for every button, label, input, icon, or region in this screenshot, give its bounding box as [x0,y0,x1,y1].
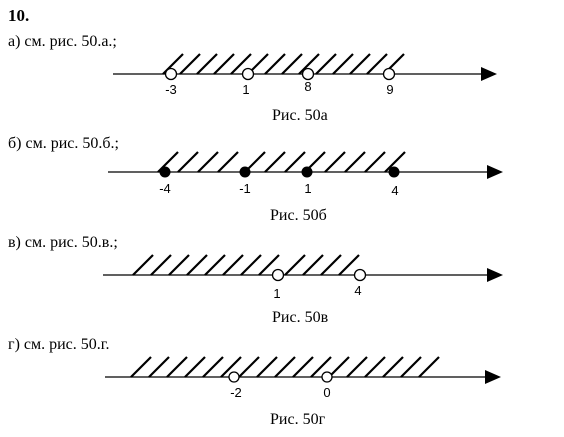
open-point [382,67,396,81]
number-line-figure-a: -3 1 8 9 [113,53,497,97]
axis-arrowhead [485,370,501,384]
tick-label: 8 [304,79,311,94]
figure-b-caption: Рис. 50б [270,207,327,224]
part-b-label: б) см. рис. 50.б.; [8,135,119,152]
number-line-figure-b: -4 -1 1 4 [108,151,503,198]
tick-label: 4 [354,283,361,298]
filled-point [301,166,313,178]
open-point [353,268,367,282]
open-point [271,268,285,282]
number-line-figure-c: 1 4 [103,254,503,301]
axis-arrowhead [487,268,503,282]
part-c-label: в) см. рис. 50.в.; [8,234,118,251]
open-point [164,67,178,81]
hatching [132,254,360,276]
tick-label: -1 [239,181,251,196]
problem-number: 10. [8,6,30,25]
hatching [157,151,406,173]
tick-label: 1 [242,82,249,97]
axis-arrowhead [487,165,503,179]
filled-point [159,166,171,178]
open-point [241,67,255,81]
tick-label: -2 [230,385,242,400]
tick-label: 4 [391,183,398,198]
axis-arrowhead [481,67,497,81]
tick-label: -4 [159,181,171,196]
figure-c-caption: Рис. 50в [272,309,329,326]
part-d-label: г) см. рис. 50.г. [8,336,110,353]
tick-label: -3 [165,82,177,97]
tick-label: 0 [323,385,330,400]
open-point [228,371,240,383]
hatching [162,53,405,75]
filled-point [239,166,251,178]
tick-label: 9 [386,82,393,97]
tick-label: 1 [273,286,280,301]
part-a-label: а) см. рис. 50.а.; [8,33,117,50]
figure-a-caption: Рис. 50а [272,107,328,124]
open-point [301,67,315,81]
tick-label: 1 [304,181,311,196]
filled-point [388,166,400,178]
open-point [321,371,333,383]
figure-d-caption: Рис. 50г [270,411,326,428]
number-line-figure-d: -2 0 [105,356,501,400]
hatching [130,356,440,378]
